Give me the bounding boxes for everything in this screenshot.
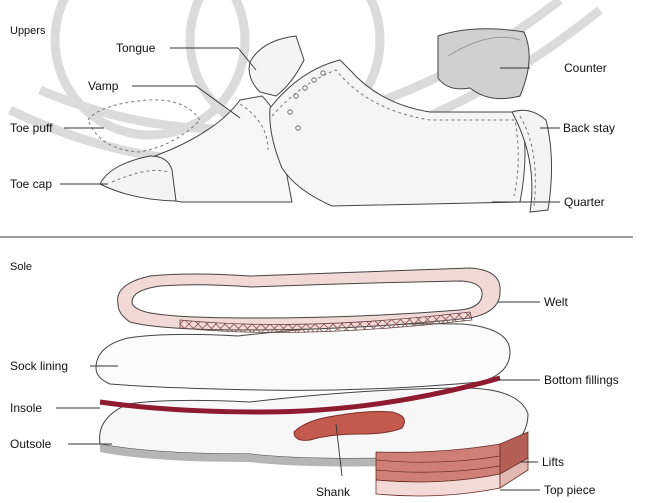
lifts-label: Lifts [542, 455, 564, 469]
welt-inner [132, 281, 482, 318]
counter-part [438, 29, 529, 99]
back-stay-label: Back stay [563, 121, 615, 135]
sole-section-title: Sole [10, 261, 32, 273]
insole-label: Insole [10, 401, 42, 415]
shank-label: Shank [316, 485, 351, 499]
sock-lining-part [96, 324, 510, 391]
quarter-label: Quarter [564, 195, 605, 209]
bottom-fillings-label: Bottom fillings [544, 373, 619, 387]
toe-cap-part [100, 156, 176, 201]
outsole-label: Outsole [10, 437, 52, 451]
welt-label: Welt [544, 295, 568, 309]
top-piece-label: Top piece [544, 483, 596, 497]
toe-cap-label: Toe cap [10, 177, 52, 191]
vamp-label: Vamp [88, 79, 119, 93]
uppers-section-title: Uppers [10, 25, 46, 37]
sock-lining-label: Sock lining [10, 359, 68, 373]
toe-puff-label: Toe puff [10, 121, 53, 135]
tongue-label: Tongue [116, 41, 156, 55]
counter-label: Counter [564, 61, 607, 75]
